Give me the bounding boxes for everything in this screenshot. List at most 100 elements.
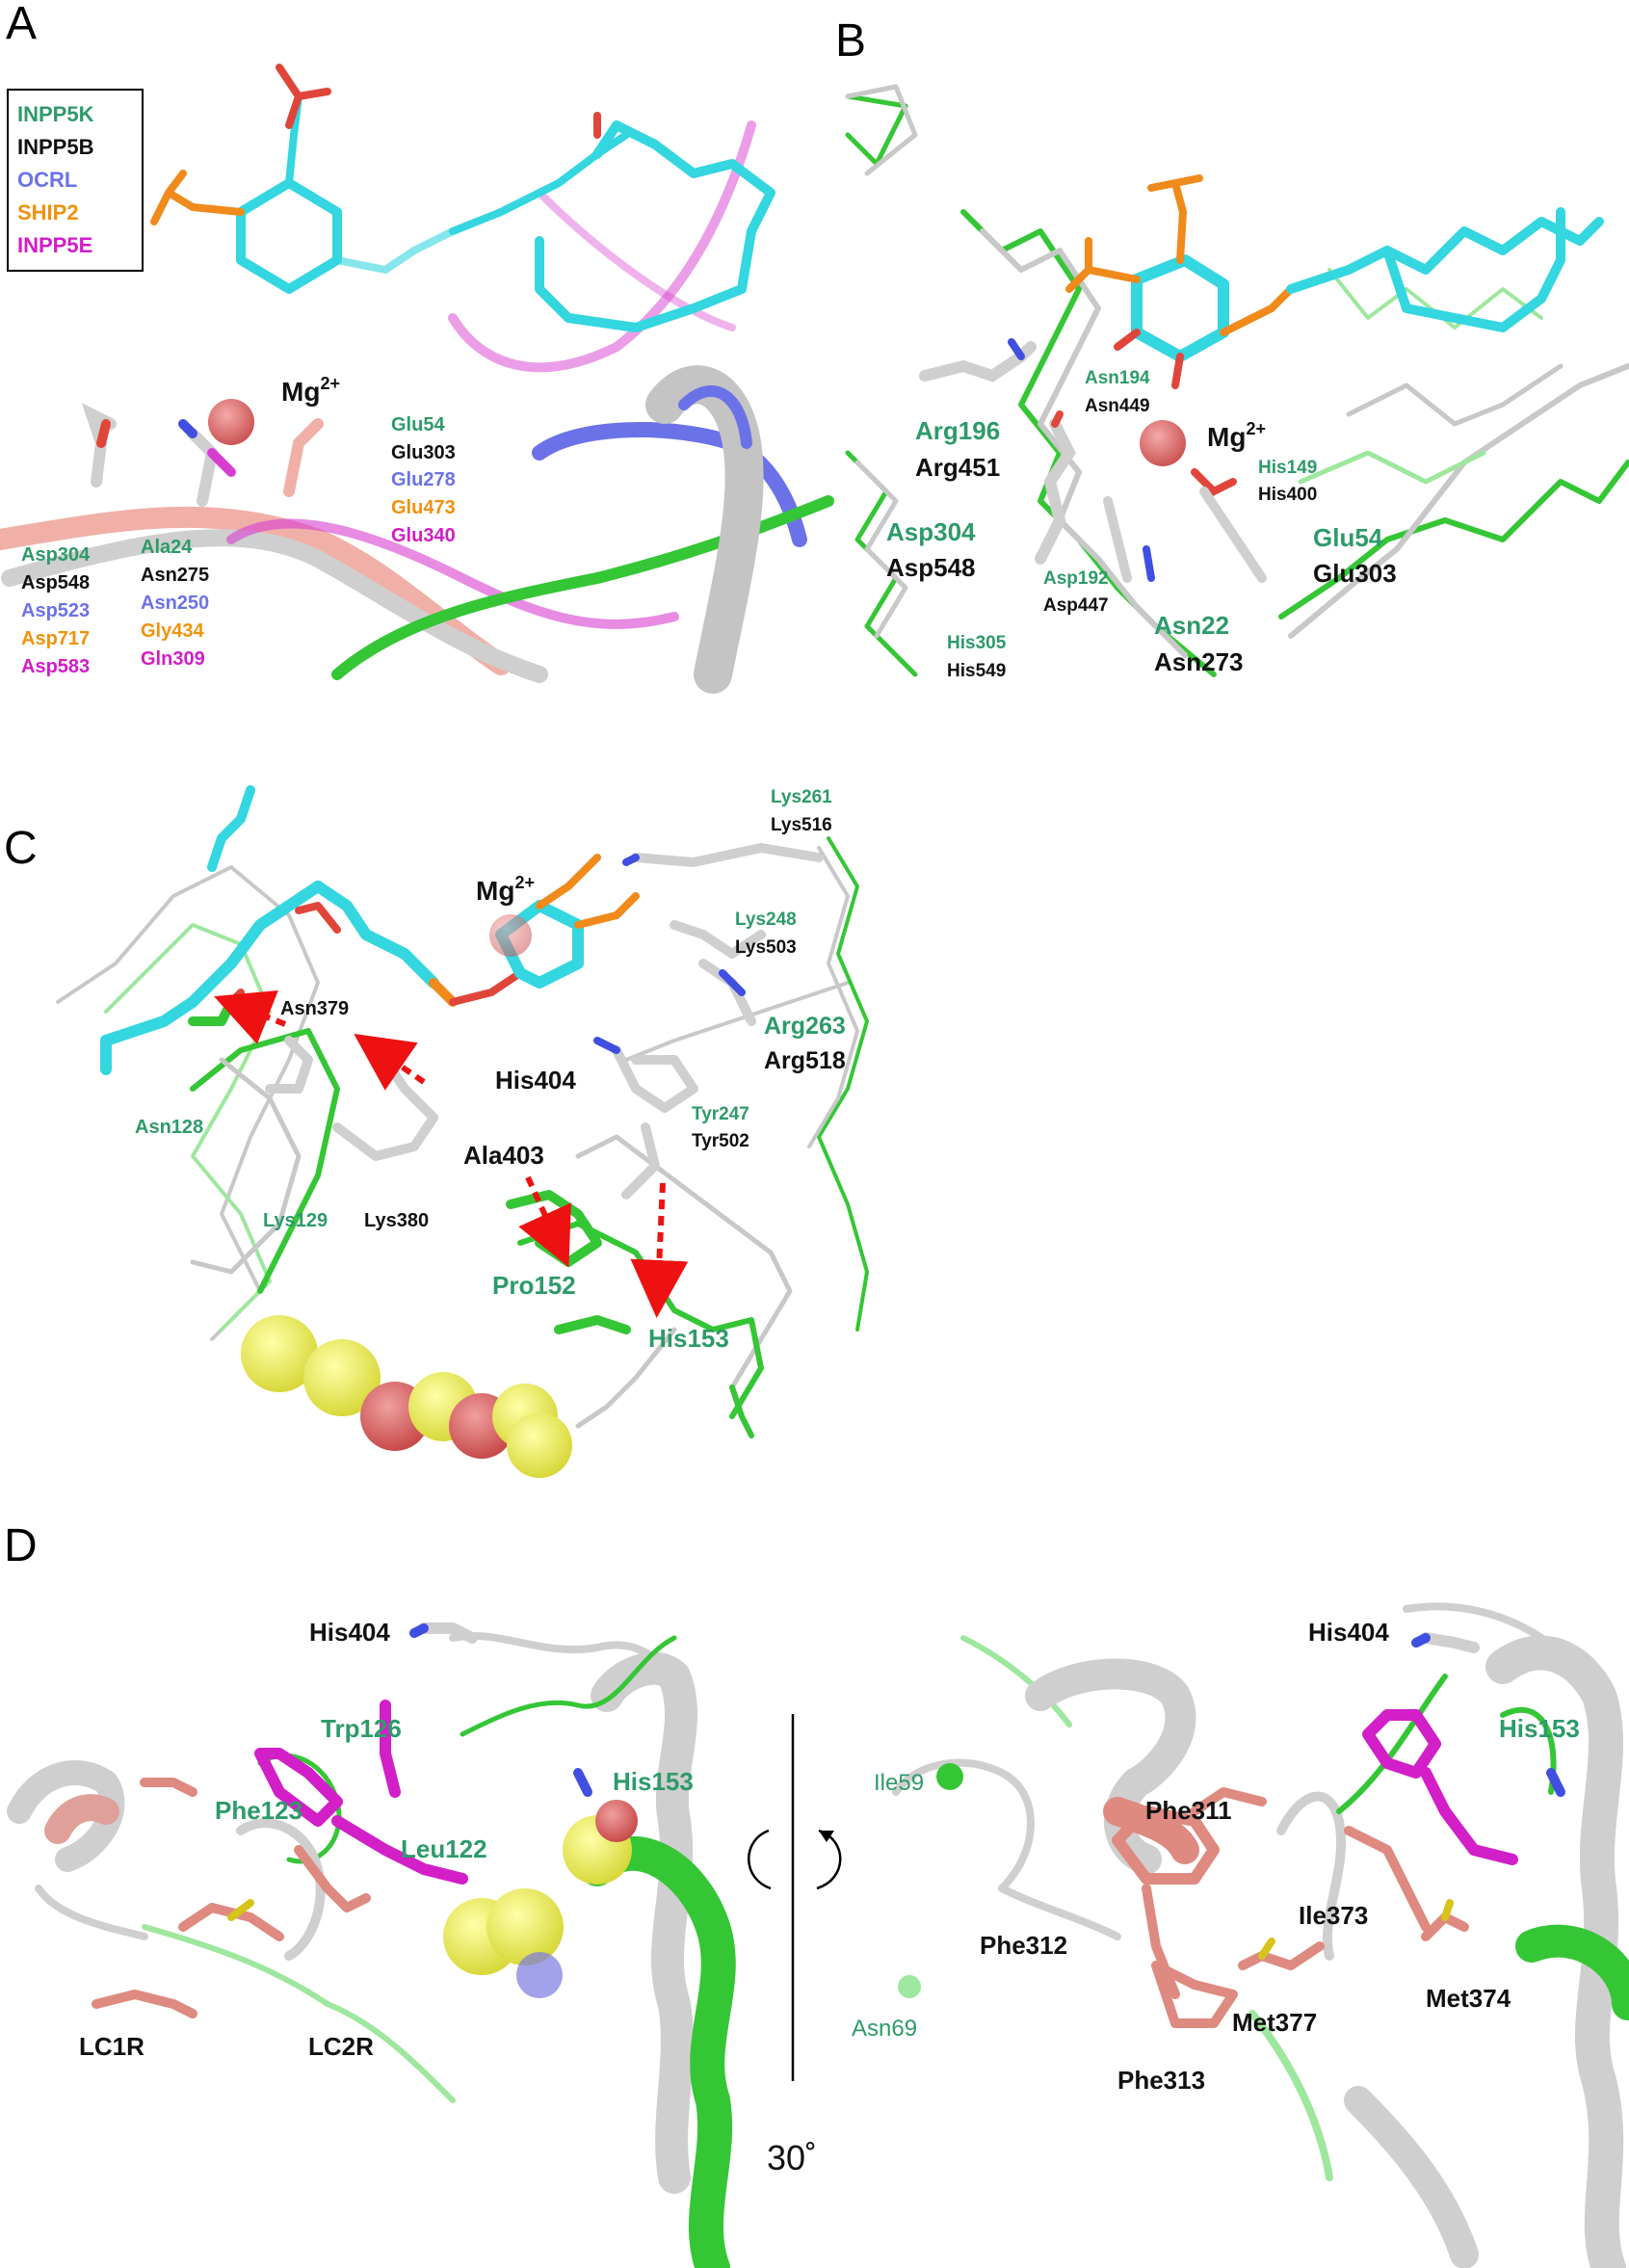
- label-arg451: Arg451: [915, 453, 1000, 482]
- label-ala24: Ala24: [141, 537, 193, 558]
- label-asn449: Asn449: [1085, 396, 1150, 416]
- legend-ocrl: OCRL: [17, 168, 77, 192]
- legend-inpp5e: INPP5E: [17, 233, 92, 257]
- label-lys516: Lys516: [771, 815, 832, 835]
- label-his149: His149: [1258, 458, 1317, 478]
- label-lc2r: LC2R: [308, 2032, 374, 2061]
- label-asp717: Asp717: [21, 628, 90, 649]
- panel-c-spheres: [241, 1315, 572, 1478]
- label-asp548: Asp548: [21, 572, 90, 593]
- label-lys380: Lys380: [364, 1210, 429, 1231]
- label-asn379: Asn379: [280, 998, 349, 1019]
- panel-c: C Mg2+ Lys261 Lys516 Lys248 Lys503 Arg26…: [4, 785, 869, 1478]
- panel-a-structure: [0, 120, 834, 694]
- label-phe123: Phe123: [215, 1796, 302, 1825]
- label-asp523: Asp523: [21, 600, 90, 621]
- legend-inpp5k: INPP5K: [17, 102, 94, 126]
- panel-b-letter: B: [835, 15, 866, 66]
- panel-d-right-sidechains: [1112, 1632, 1565, 2028]
- panel-b-mg-label: Mg2+: [1207, 419, 1266, 452]
- panel-d-left-spheres: [443, 1800, 638, 1998]
- label-lc1r: LC1R: [79, 2032, 145, 2061]
- label-b-asp304: Asp304: [886, 517, 976, 546]
- panel-d-left-structure: [7, 1631, 736, 2268]
- label-lys129: Lys129: [263, 1210, 328, 1231]
- label-b-glu54: Glu54: [1313, 523, 1383, 552]
- label-asn22: Asn22: [1154, 611, 1229, 640]
- label-asp583: Asp583: [21, 656, 90, 677]
- panel-a-letter: A: [6, 0, 37, 49]
- label-gln309: Gln309: [141, 648, 205, 670]
- label-d-left-his153: His153: [613, 1767, 694, 1796]
- panel-a-mg-ion: [208, 399, 254, 445]
- label-glu473: Glu473: [391, 497, 456, 518]
- label-asp447: Asp447: [1043, 595, 1109, 616]
- panel-b-mg-ion: [1140, 420, 1186, 466]
- label-met377: Met377: [1232, 2008, 1317, 2037]
- label-glu54: Glu54: [391, 414, 445, 435]
- arrow-his: [630, 1182, 689, 1318]
- panel-d-right-structure: [892, 1602, 1629, 2268]
- label-b-asp548: Asp548: [886, 553, 976, 582]
- panel-b-ligand: [1065, 174, 1604, 389]
- panel-c-structure: [56, 836, 869, 1438]
- arrow-ala: [518, 1175, 571, 1268]
- panel-d-letter: D: [4, 1520, 38, 1571]
- panel-b-sidechains: [919, 338, 1267, 583]
- arrow-asn: [214, 989, 287, 1044]
- label-asn69: Asn69: [852, 2016, 917, 2042]
- label-c-his404: His404: [495, 1066, 576, 1094]
- ile59-sphere: [936, 1763, 963, 1790]
- panel-a-mg-label: Mg2+: [281, 374, 340, 407]
- panel-d: D His404 Trp126 Phe123 Leu122 His153 LC1…: [4, 1520, 1629, 2268]
- label-d-right-his153: His153: [1499, 1714, 1580, 1743]
- label-met374: Met374: [1426, 1984, 1511, 2013]
- label-leu122: Leu122: [401, 1834, 487, 1863]
- panel-d-left-sidechains: [92, 1622, 592, 2018]
- label-lys503: Lys503: [735, 937, 797, 958]
- panel-c-mg-ion: [489, 914, 532, 957]
- label-his305: His305: [947, 633, 1007, 653]
- asn69-sphere: [898, 1975, 921, 1998]
- label-his400: His400: [1258, 485, 1317, 505]
- panel-a: A INPP5K INPP5B OCRL SHIP2 INPP5E Mg2+ G…: [0, 0, 834, 694]
- panel-a-legend-box: [7, 89, 144, 272]
- label-ala403: Ala403: [463, 1141, 544, 1170]
- label-arg196: Arg196: [915, 416, 1000, 445]
- panel-c-letter: C: [4, 823, 38, 874]
- label-his549: His549: [947, 661, 1006, 681]
- panel-a-ligand: [150, 64, 775, 332]
- legend-inpp5b: INPP5B: [17, 135, 93, 159]
- panel-b: B Mg2+ Asn194 Asn449 Arg196 Arg451 His14…: [835, 15, 1629, 681]
- label-d-right-his404: His404: [1308, 1618, 1389, 1647]
- label-asn273: Asn273: [1154, 647, 1244, 676]
- label-asn194: Asn194: [1085, 368, 1150, 388]
- rotation-label: 30˚: [767, 2138, 817, 2177]
- label-tyr247: Tyr247: [692, 1104, 749, 1124]
- label-ile373: Ile373: [1299, 1901, 1368, 1930]
- label-arg263: Arg263: [764, 1013, 846, 1040]
- label-phe313: Phe313: [1117, 2066, 1205, 2095]
- label-phe312: Phe312: [980, 1931, 1067, 1960]
- label-lys248: Lys248: [735, 910, 797, 930]
- legend-ship2: SHIP2: [17, 200, 79, 224]
- label-b-glu303: Glu303: [1313, 559, 1397, 588]
- panel-a-sidechains: [81, 403, 324, 507]
- rotation-arrowhead: [819, 1831, 834, 1842]
- label-gly434: Gly434: [141, 620, 204, 642]
- panel-b-structure: [845, 84, 1629, 677]
- label-his153: His153: [648, 1324, 729, 1353]
- panel-c-arrows: [214, 989, 689, 1318]
- label-asn250: Asn250: [141, 593, 209, 614]
- label-lys261: Lys261: [771, 787, 832, 807]
- label-glu303: Glu303: [391, 442, 456, 463]
- label-arg518: Arg518: [764, 1047, 846, 1074]
- label-pro152: Pro152: [492, 1271, 576, 1300]
- label-glu340: Glu340: [391, 525, 456, 546]
- label-phe311: Phe311: [1145, 1796, 1232, 1825]
- label-asp304: Asp304: [21, 544, 91, 566]
- arrow-lys: [354, 1034, 426, 1091]
- label-ile59: Ile59: [874, 1770, 924, 1796]
- panel-c-mg-label: Mg2+: [476, 873, 535, 906]
